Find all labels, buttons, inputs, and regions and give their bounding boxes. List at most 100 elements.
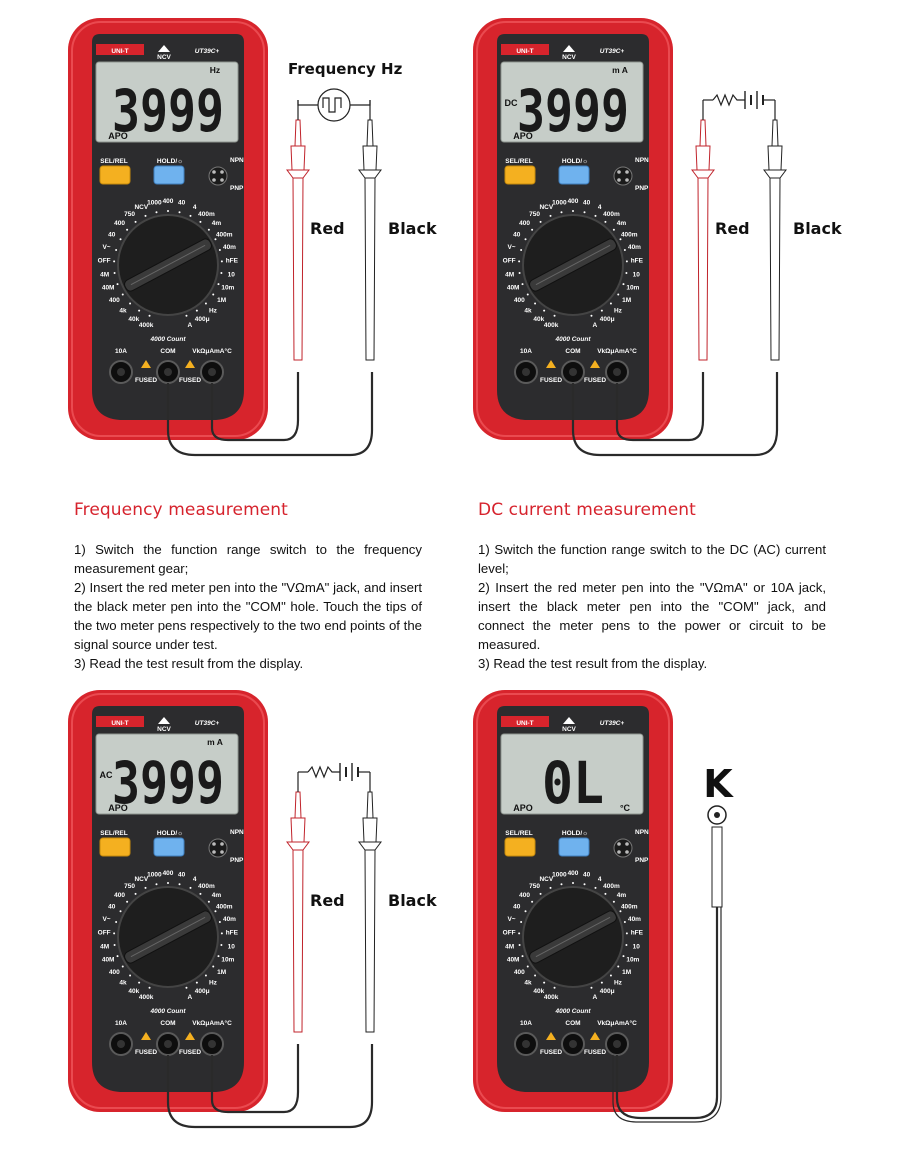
dial-range-label: 40k: [533, 988, 544, 995]
lcd-unit-top: Hz: [210, 65, 220, 75]
resistor-icon: [307, 765, 340, 779]
black-lead-label: Black: [388, 219, 437, 238]
dial-range-label: 40m: [628, 244, 641, 251]
fused-right-label: FUSED: [584, 377, 606, 384]
lcd-reading: 3999: [112, 77, 224, 145]
ncv-triangle-icon: [158, 717, 170, 724]
caption-title: DC current measurement: [478, 500, 696, 520]
dial-range-label: hFE: [631, 930, 644, 937]
sel-rel-label: SEL/REL: [505, 158, 532, 165]
dial-range-label: 40M: [507, 285, 520, 292]
dial-range-label: 10m: [221, 957, 234, 964]
black-probe: [358, 772, 382, 1033]
brand-logo: UNI-T: [516, 720, 533, 727]
dial-range-label: 10: [633, 943, 641, 950]
jack-com-label: COM: [565, 348, 580, 355]
sel-rel-button[interactable]: [99, 837, 131, 857]
red-probe: [286, 100, 310, 361]
sel-rel-button[interactable]: [504, 165, 536, 185]
dial-range-label: V~: [102, 916, 110, 923]
npn-label: NPN: [635, 157, 649, 164]
caption-step-2: 2) Insert the red meter pen into the "VΩ…: [478, 580, 826, 652]
hold-button[interactable]: [558, 165, 590, 185]
dial-range-label: 1000: [147, 871, 162, 878]
dial-range-label: 40: [108, 903, 116, 910]
fused-right-label: FUSED: [179, 377, 201, 384]
dial-range-label: hFE: [631, 258, 644, 265]
dial-range-label: 40M: [102, 957, 115, 964]
dial-range-label: 40k: [533, 316, 544, 323]
dial-range-label: 4k: [119, 980, 127, 987]
dial-range-label: Hz: [614, 308, 623, 315]
hfe-socket: [208, 838, 228, 858]
dial-range-label: 40M: [102, 285, 115, 292]
dial-range-label: 40: [583, 871, 591, 878]
dial-range-label: 4: [598, 204, 602, 211]
black-cable: [571, 372, 779, 457]
dial-range-label: 40m: [223, 916, 236, 923]
dial-range-label: 1M: [217, 969, 226, 976]
hold-button[interactable]: [153, 837, 185, 857]
brand-logo: UNI-T: [516, 48, 533, 55]
dial-range-label: 400m: [198, 883, 215, 890]
jack-10a-label: 10A: [520, 1020, 532, 1027]
dial-range-label: 10m: [221, 285, 234, 292]
dial-range-label: 40m: [628, 916, 641, 923]
dial-range-label: 40k: [128, 988, 139, 995]
brand-logo: UNI-T: [111, 720, 128, 727]
count-label: 4000 Count: [554, 336, 591, 343]
brand-badge: [96, 716, 144, 727]
dial-range-label: 10: [228, 943, 236, 950]
dial-range-label: 4M: [505, 271, 514, 278]
lcd-mode: DC: [505, 98, 518, 108]
hold-label: HOLD/☼: [157, 830, 183, 837]
dial-range-label: 400k: [544, 994, 559, 1001]
fused-left-label: FUSED: [135, 1049, 157, 1056]
dial-range-label: 400m: [198, 211, 215, 218]
count-label: 4000 Count: [149, 1008, 186, 1015]
dial-range-label: 400: [568, 198, 579, 205]
dial-range-label: 400k: [139, 322, 154, 329]
dial-range-label: OFF: [98, 258, 111, 265]
probe-cable: [615, 907, 719, 1120]
dial-range-label: 400k: [139, 994, 154, 1001]
warning-icon: [546, 1032, 556, 1040]
dial-range-label: 4m: [617, 220, 627, 227]
hold-button[interactable]: [558, 837, 590, 857]
ncv-label: NCV: [157, 54, 171, 61]
sel-rel-button[interactable]: [504, 837, 536, 857]
dial-range-label: 400m: [216, 903, 233, 910]
dial-range-label: 10m: [626, 285, 639, 292]
sel-rel-button[interactable]: [99, 165, 131, 185]
dial-range-label: 750: [124, 883, 135, 890]
jack-v-label: VkΩμAmA°C: [597, 347, 637, 355]
lcd-reading: 3999: [517, 77, 629, 145]
source-label: Frequency Hz: [288, 60, 403, 78]
dial-range-label: 4k: [524, 308, 532, 315]
sel-rel-label: SEL/REL: [100, 830, 127, 837]
jack-v-label: VkΩμAmA°C: [192, 347, 232, 355]
dial-range-label: 1000: [552, 871, 567, 878]
hold-button[interactable]: [153, 165, 185, 185]
brand-badge: [96, 44, 144, 55]
caption-title: Frequency measurement: [74, 500, 288, 520]
jack-v-label: VkΩμAmA°C: [597, 1019, 637, 1027]
red-lead-label: Red: [310, 891, 345, 910]
red-lead-label: Red: [715, 219, 750, 238]
dial-range-label: 400m: [603, 211, 620, 218]
dial-range-label: 400: [519, 892, 530, 899]
fused-left-label: FUSED: [135, 377, 157, 384]
caption-step-1: 1) Switch the function range switch to t…: [74, 542, 422, 576]
brand-badge: [501, 716, 549, 727]
dial-range-label: OFF: [503, 930, 516, 937]
dial-range-label: 400m: [603, 883, 620, 890]
fused-left-label: FUSED: [540, 1049, 562, 1056]
ncv-label: NCV: [562, 54, 576, 61]
hfe-socket: [208, 166, 228, 186]
